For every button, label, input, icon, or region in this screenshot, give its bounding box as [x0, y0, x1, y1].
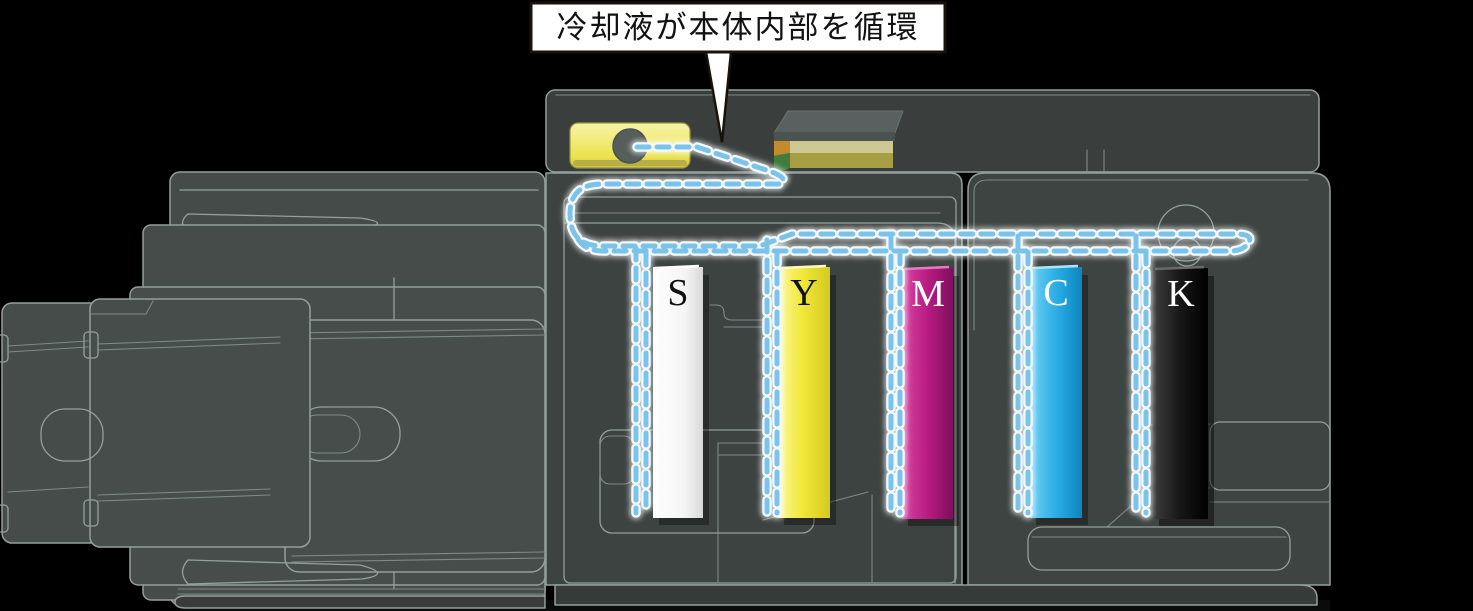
- coolant-loop: [567, 144, 1253, 254]
- feeder-back-tab-top: [0, 334, 9, 363]
- cartridge-s-label: S: [667, 272, 688, 314]
- cartridge-s: S: [653, 264, 709, 525]
- left-feeder-units: [0, 171, 546, 609]
- bay-inner-panel: [563, 196, 957, 584]
- cartridge-c-top-edge: [1031, 264, 1079, 270]
- feeder-mid-step: [89, 300, 154, 315]
- ink-cartridges: S Y M C K: [653, 264, 1214, 526]
- exchanger-lid-top: [773, 110, 904, 134]
- cartridge-y-label: Y: [790, 272, 817, 314]
- door-top-lines: [291, 328, 546, 340]
- main-base-band: [554, 584, 1318, 606]
- cartridge-c-label: C: [1043, 272, 1068, 314]
- feeder-mid-tab-top: [83, 331, 99, 359]
- feeder-back-tab-bottom: [0, 504, 9, 533]
- coolant-drops: [633, 233, 1149, 516]
- cartridge-y-body: [778, 267, 830, 518]
- bay-step-sy: [709, 304, 765, 328]
- cartridge-m-top-edge: [903, 265, 950, 271]
- right-door: [1209, 421, 1331, 491]
- top-deck: [545, 89, 1320, 174]
- coolant-tank: [569, 122, 691, 169]
- right-section-inner-line: [973, 179, 1309, 331]
- left-unit-door: [284, 319, 546, 573]
- cartridge-c: C: [1030, 264, 1088, 525]
- left-unit-bottom-lines: [177, 588, 546, 595]
- feeder-unit-back: [0, 302, 107, 544]
- cartridge-y-top-edge: [779, 264, 827, 270]
- heat-exchanger-box: [773, 110, 904, 174]
- bay-lines-sy: [717, 442, 765, 584]
- coolant-path: [563, 140, 1257, 520]
- exchanger-front-bottom: [790, 153, 893, 168]
- cartridge-s-top-edge: [654, 264, 700, 270]
- left-unit-bottom-sliver: [181, 559, 379, 585]
- callout: 冷却液が本体内部を循環: [529, 1, 947, 143]
- feeder-mid-slot-top: [97, 336, 281, 351]
- callout-box: [529, 1, 947, 54]
- feeder-unit-mid: [40, 298, 311, 548]
- deck-body: [545, 89, 1320, 173]
- exchanger-side-top: [774, 141, 790, 156]
- feeder-mid-body: [89, 298, 311, 548]
- cartridge-m-label: M: [911, 273, 945, 315]
- cartridge-s-body: [653, 267, 703, 518]
- feeder-handle: [40, 408, 104, 462]
- feeder-mid-tab-bottom: [83, 499, 99, 527]
- door-bottom-lines: [291, 551, 546, 563]
- feeder-back-slot-bottom: [7, 486, 89, 493]
- cartridge-k: K: [1153, 265, 1214, 526]
- exchanger-lid-front: [774, 132, 895, 141]
- feeder-mid-slot-bottom: [97, 488, 271, 502]
- cartridge-m-body: [902, 268, 953, 519]
- cartridge-k-label: K: [1167, 273, 1195, 315]
- output-panel: [1027, 526, 1291, 571]
- cartridge-m: M: [902, 265, 959, 526]
- cartridge-k-top-edge: [1154, 265, 1205, 271]
- feeder-back-slot-top: [7, 340, 89, 353]
- callout-label: 冷却液が本体内部を循環: [557, 10, 920, 45]
- cartridge-y: Y: [778, 264, 836, 525]
- left-unit-base-band: [174, 595, 546, 609]
- cartridge-k-body: [1153, 268, 1208, 519]
- exchanger-front-top: [790, 141, 893, 153]
- cartridge-c-body: [1030, 267, 1082, 518]
